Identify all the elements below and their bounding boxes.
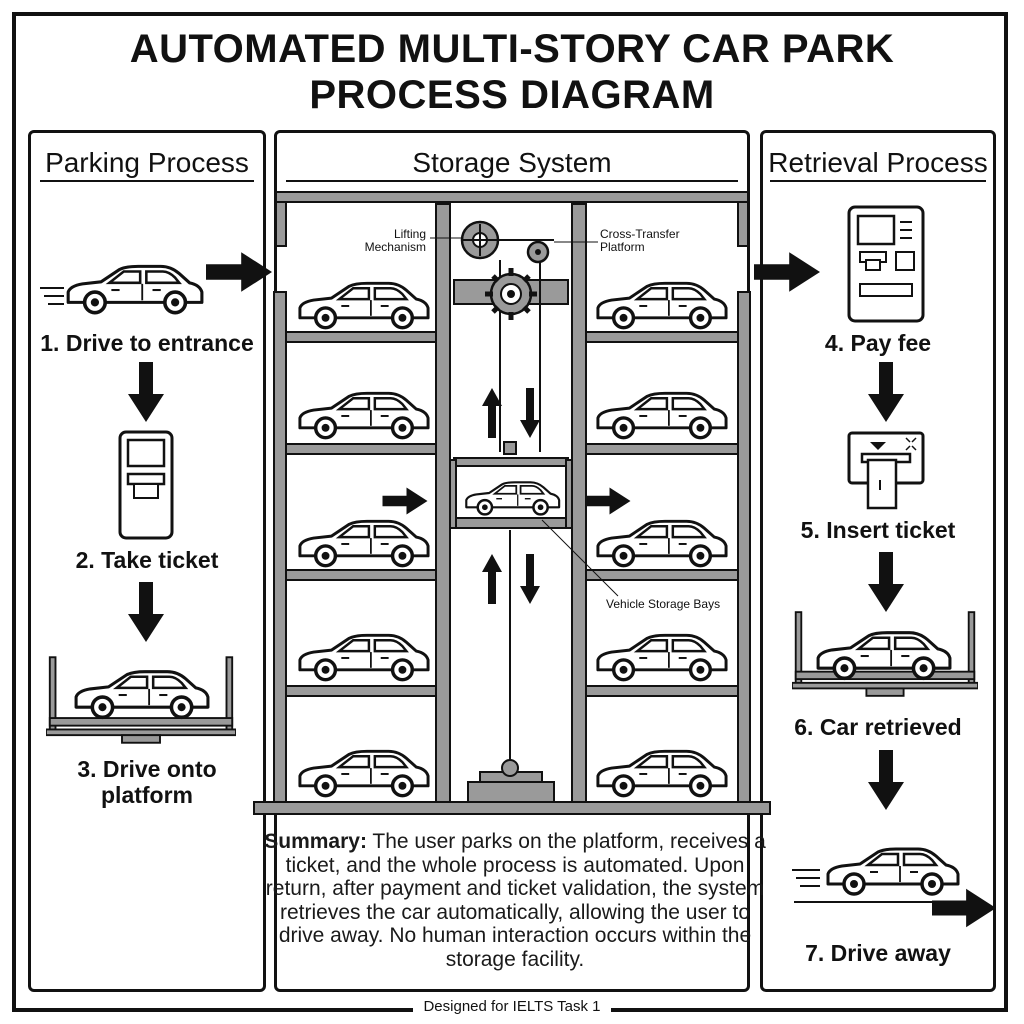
- arrow-right-icon: [380, 486, 430, 516]
- step-2-label: 2. Take ticket: [75, 547, 219, 573]
- payment-kiosk-icon: [847, 205, 925, 323]
- vehicle-storage-bays-label: Vehicle Storage Bays: [606, 597, 721, 611]
- step-3-label: 3. Drive onto platform: [77, 756, 217, 808]
- stored-car-icon: [294, 748, 432, 798]
- parking-divider: [40, 180, 254, 182]
- arrow-right-icon: [580, 486, 636, 516]
- lift-car-icon: [462, 480, 562, 516]
- step-6-label: 6. Car retrieved: [794, 714, 962, 740]
- car-retrieved-icon: [812, 628, 954, 682]
- car-arriving-icon: [62, 262, 206, 316]
- car-on-platform-icon: [70, 666, 212, 722]
- step-1-label: 1. Drive to entrance: [40, 330, 254, 356]
- ticket-machine-icon: [118, 430, 174, 540]
- parking-panel-title: Parking Process: [45, 147, 249, 178]
- arrow-down-icon: [520, 554, 540, 604]
- storage-divider: [286, 180, 738, 182]
- retrieval-panel-title: Retrieval Process: [768, 147, 988, 178]
- arrow-down-icon: [520, 388, 540, 438]
- arrow-right-icon: [932, 886, 996, 930]
- stored-car-icon: [294, 632, 432, 682]
- stored-car-icon: [592, 632, 730, 682]
- arrow-down-icon: [126, 582, 166, 642]
- arrow-down-icon: [866, 750, 906, 810]
- stored-car-icon: [592, 280, 730, 330]
- storage-tower: [253, 191, 771, 815]
- page-title: AUTOMATED MULTI-STORY CAR PARK PROCESS D…: [129, 27, 895, 117]
- storage-panel-title: Storage System: [412, 147, 612, 178]
- step-5-label: 5. Insert ticket: [800, 517, 956, 543]
- summary-text: Summary: The user parks on the platform,…: [264, 830, 766, 971]
- stored-car-icon: [294, 390, 432, 440]
- retrieval-divider: [770, 180, 986, 182]
- stored-car-icon: [592, 518, 730, 568]
- arrow-up-icon: [482, 554, 502, 604]
- stored-car-icon: [294, 518, 432, 568]
- arrow-down-icon: [866, 552, 906, 612]
- arrow-up-icon: [482, 388, 502, 438]
- speed-lines-icon: [40, 287, 64, 305]
- arrow-right-icon: [754, 250, 820, 294]
- exit-line: [794, 901, 954, 903]
- stored-car-icon: [592, 748, 730, 798]
- stored-car-icon: [592, 390, 730, 440]
- arrow-down-icon: [866, 362, 906, 422]
- stored-car-icon: [294, 280, 432, 330]
- footer-credit: Designed for IELTS Task 1: [0, 998, 1024, 1015]
- speed-lines-icon: [792, 869, 820, 887]
- ticket-slot-icon: [847, 431, 925, 510]
- step-4-label: 4. Pay fee: [824, 330, 932, 356]
- step-7-label: 7. Drive away: [805, 940, 951, 966]
- arrow-down-icon: [126, 362, 166, 422]
